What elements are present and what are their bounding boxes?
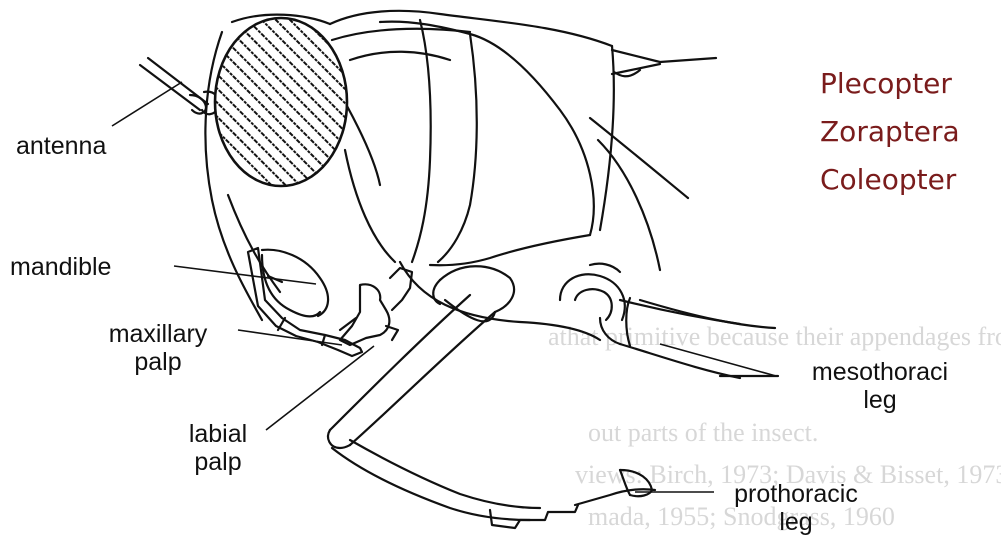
labial-palp-shape (340, 268, 412, 345)
pronotum (330, 11, 716, 270)
mandible-label: mandible (10, 253, 111, 281)
antenna-leader (112, 82, 182, 126)
mesothoracic-leg-shape (560, 264, 740, 378)
labial-palp-label-line-1: labial (168, 420, 268, 448)
mandible-leader (174, 266, 316, 284)
mesothoracic-leg-leader (660, 344, 776, 376)
prothoracic-leg-label: prothoracic leg (716, 480, 876, 536)
thorax-outline (400, 262, 778, 376)
order-coleoptera: Coleopter (820, 162, 956, 198)
order-plecoptera: Plecopter (820, 66, 952, 102)
labial-palp-leader (266, 346, 374, 430)
mesothoracic-leg-label-line-2: leg (780, 386, 980, 414)
maxillary-palp-label-line-1: maxillary (78, 320, 238, 348)
prothoracic-leg-label-line-1: prothoracic (716, 480, 876, 508)
labial-palp-label-line-2: palp (168, 448, 268, 476)
antenna-label: antenna (16, 132, 106, 160)
maxillary-palp-label: maxillary palp (78, 320, 238, 376)
compound-eye (215, 18, 347, 186)
order-zoraptera: Zoraptera (820, 114, 960, 150)
labial-palp-label: labial palp (168, 420, 268, 476)
mesothoracic-leg-label-line-1: mesothoraci (780, 358, 980, 386)
mesothoracic-leg-label: mesothoraci leg (780, 358, 980, 414)
prothoracic-leg-shape (328, 266, 655, 528)
maxillary-palp-label-line-2: palp (78, 348, 238, 376)
prothoracic-leg-label-line-2: leg (716, 508, 876, 536)
